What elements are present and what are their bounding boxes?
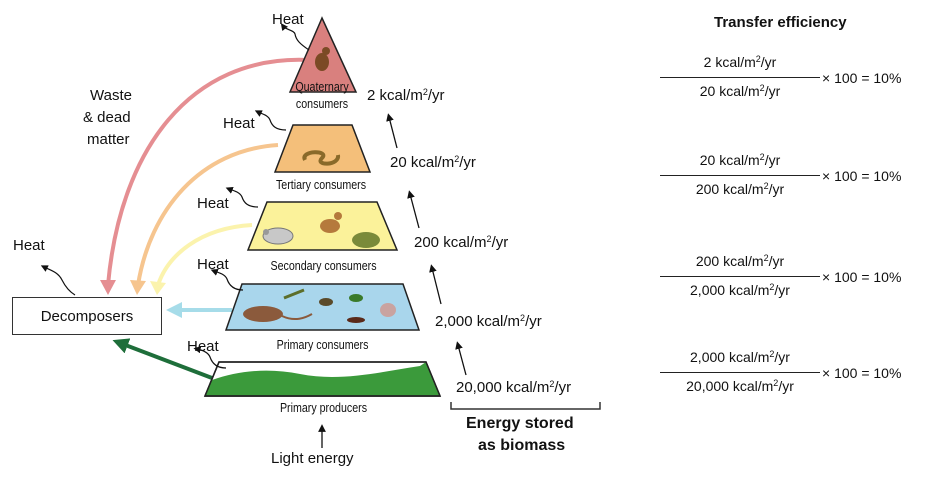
energy-value-tertiary: 20 kcal/m2/yr [390, 154, 476, 171]
heat-arrow-quaternary [280, 23, 310, 51]
efficiency-result-4: × 100 = 10% [822, 365, 902, 381]
waste-arrow-quaternary-head [100, 280, 116, 295]
efficiency-fraction-2: 20 kcal/m2/yr 200 kcal/m2/yr [660, 152, 820, 197]
energy-value-secondary: 200 kcal/m2/yr [414, 234, 509, 251]
waste-arrow-secondary-head [150, 281, 166, 295]
fraction-numerator: 200 kcal/m2/yr [695, 253, 785, 269]
heat-label-quaternary: Heat [272, 11, 304, 28]
efficiency-result-3: × 100 = 10% [822, 269, 902, 285]
waste-arrow-producers [112, 338, 213, 380]
energy-value-producers: 20,000 kcal/m2/yr [456, 379, 572, 396]
bird-icon [320, 212, 342, 233]
waste-arrow-secondary [156, 223, 253, 286]
energy-value-quaternary: 2 kcal/m2/yr [367, 87, 445, 104]
hawk-icon [315, 47, 330, 71]
biomass-bracket [450, 402, 601, 410]
primary-producers-tier [203, 361, 442, 397]
heat-label-primary: Heat [197, 256, 229, 273]
efficiency-fraction-3: 200 kcal/m2/yr 2,000 kcal/m2/yr [660, 253, 820, 298]
fraction-numerator: 2,000 kcal/m2/yr [690, 349, 790, 365]
decomposers-label: Decomposers [40, 307, 134, 325]
energy-arrow-4 [386, 113, 398, 149]
fraction-denominator: 200 kcal/m2/yr [695, 181, 785, 197]
transfer-efficiency-title: Transfer efficiency [714, 14, 847, 31]
fraction-denominator: 20 kcal/m2/yr [699, 83, 781, 99]
energy-arrow-1 [455, 341, 467, 376]
heat-arrow-secondary [225, 186, 259, 208]
waste-label-line1: Waste [90, 87, 132, 104]
grasshopper-icon [283, 288, 305, 300]
tertiary-tier [273, 124, 372, 173]
mouse-icon [262, 227, 294, 245]
primary-producers-label: Primary producers [279, 400, 368, 415]
heat-label-tertiary: Heat [223, 115, 255, 132]
quaternary-label-line2: consumers [295, 96, 349, 111]
efficiency-fraction-4: 2,000 kcal/m2/yr 20,000 kcal/m2/yr [660, 349, 820, 394]
quaternary-label-line1: Quaternary [295, 79, 349, 94]
waste-arrow-primary-head [166, 302, 182, 318]
efficiency-fraction-1: 2 kcal/m2/yr 20 kcal/m2/yr [660, 54, 820, 99]
decomposers-box: Decomposers [12, 297, 162, 335]
heat-label-decomposers: Heat [13, 237, 45, 254]
fraction-bar [660, 276, 820, 277]
energy-value-primary: 2,000 kcal/m2/yr [435, 313, 542, 330]
tertiary-label: Tertiary consumers [275, 177, 367, 192]
efficiency-result-1: × 100 = 10% [822, 70, 902, 86]
fraction-bar [660, 372, 820, 373]
biomass-label-line2: as biomass [478, 437, 566, 454]
waste-arrow-quaternary [106, 57, 309, 286]
primary-consumers-label: Primary consumers [276, 337, 369, 352]
toad-icon [352, 232, 380, 248]
biomass-label-line1: Energy stored [466, 415, 574, 432]
waste-arrow-tertiary [136, 143, 279, 286]
waste-arrow-tertiary-head [130, 280, 146, 295]
heat-label-secondary: Heat [197, 195, 229, 212]
secondary-label: Secondary consumers [270, 258, 377, 273]
fraction-numerator: 20 kcal/m2/yr [699, 152, 781, 168]
rodent-icon [243, 306, 313, 322]
efficiency-result-2: × 100 = 10% [822, 168, 902, 184]
heat-arrow-primary [210, 268, 244, 291]
light-energy-label: Light energy [271, 450, 354, 467]
fraction-denominator: 20,000 kcal/m2/yr [686, 378, 794, 394]
heat-arrow-producers [193, 346, 227, 369]
insects-icon [319, 294, 396, 323]
fraction-denominator: 2,000 kcal/m2/yr [690, 282, 790, 298]
waste-label-line2: & dead [83, 109, 131, 126]
fraction-bar [660, 77, 820, 78]
energy-arrow-2 [429, 264, 442, 305]
heat-label-producers: Heat [187, 338, 219, 355]
fraction-numerator: 2 kcal/m2/yr [703, 54, 777, 70]
snake-icon [302, 150, 340, 166]
waste-label-line3: matter [87, 131, 130, 148]
heat-arrow-decomposers [40, 265, 76, 296]
heat-arrow-tertiary [254, 110, 287, 131]
fraction-bar [660, 175, 820, 176]
energy-arrow-3 [407, 190, 420, 229]
